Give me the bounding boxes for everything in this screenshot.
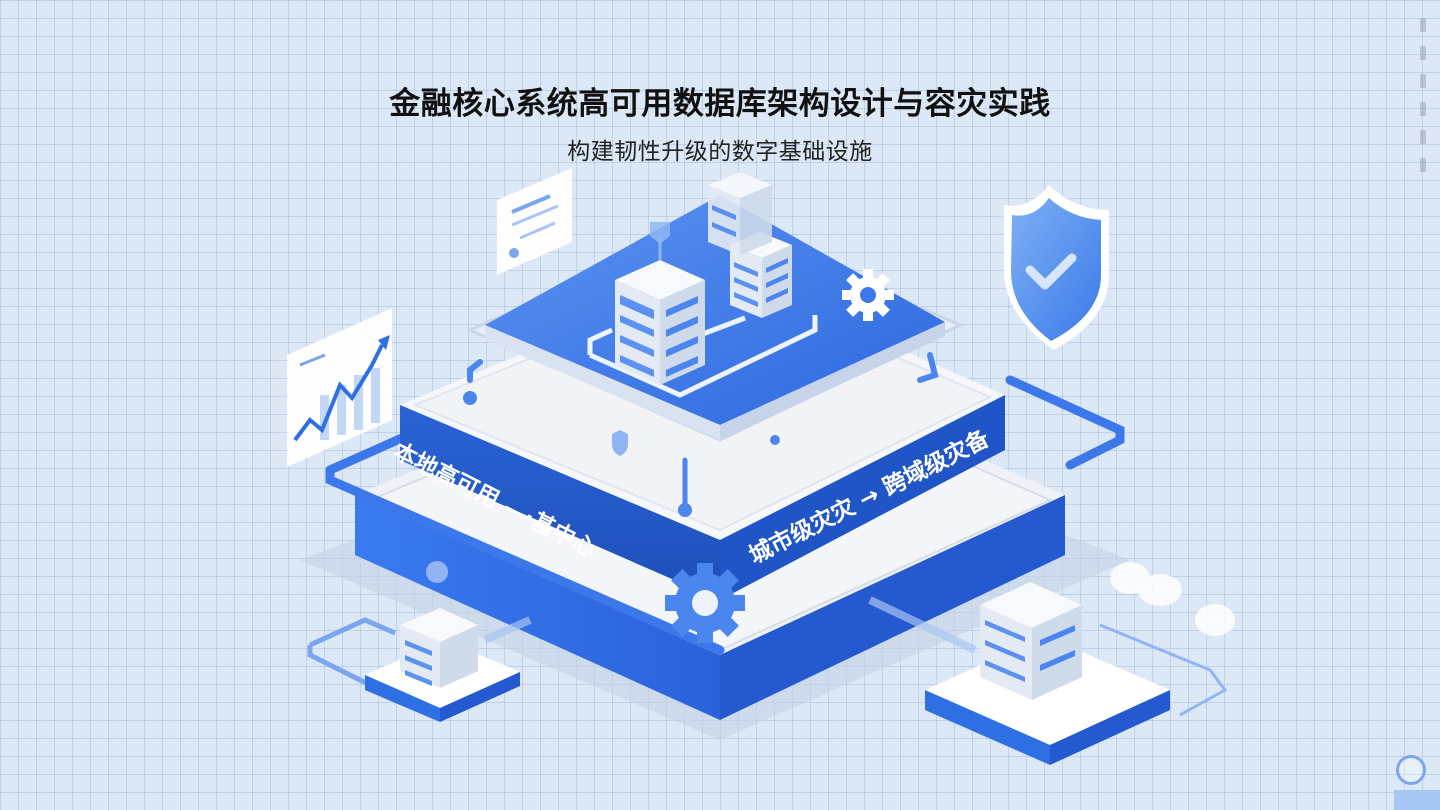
page-subtitle: 构建韧性升级的数字基础设施 [567, 139, 873, 165]
gear-icon [842, 269, 894, 321]
shield-check-icon [1004, 185, 1109, 350]
edge-mark [1420, 46, 1426, 60]
edge-mark [1420, 130, 1426, 144]
corner-block [1394, 790, 1440, 810]
gear-icon [665, 563, 745, 643]
remote-node [868, 582, 1228, 765]
cloud-icon [1110, 562, 1235, 636]
local-node [307, 561, 532, 722]
edge-marks [1420, 18, 1434, 172]
edge-mark [1420, 102, 1426, 116]
top-platform [466, 195, 964, 442]
line-chart-card-icon [287, 308, 392, 467]
page-title: 金融核心系统高可用数据库架构设计与容灾实践 [389, 86, 1051, 122]
server-rack-icon [615, 222, 705, 385]
edge-mark [1420, 158, 1426, 172]
document-card-icon [497, 168, 572, 275]
corner-ring-icon[interactable] [1396, 755, 1426, 785]
server-rack-icon [708, 172, 772, 255]
edge-mark [1420, 74, 1426, 88]
edge-mark [1420, 18, 1426, 32]
